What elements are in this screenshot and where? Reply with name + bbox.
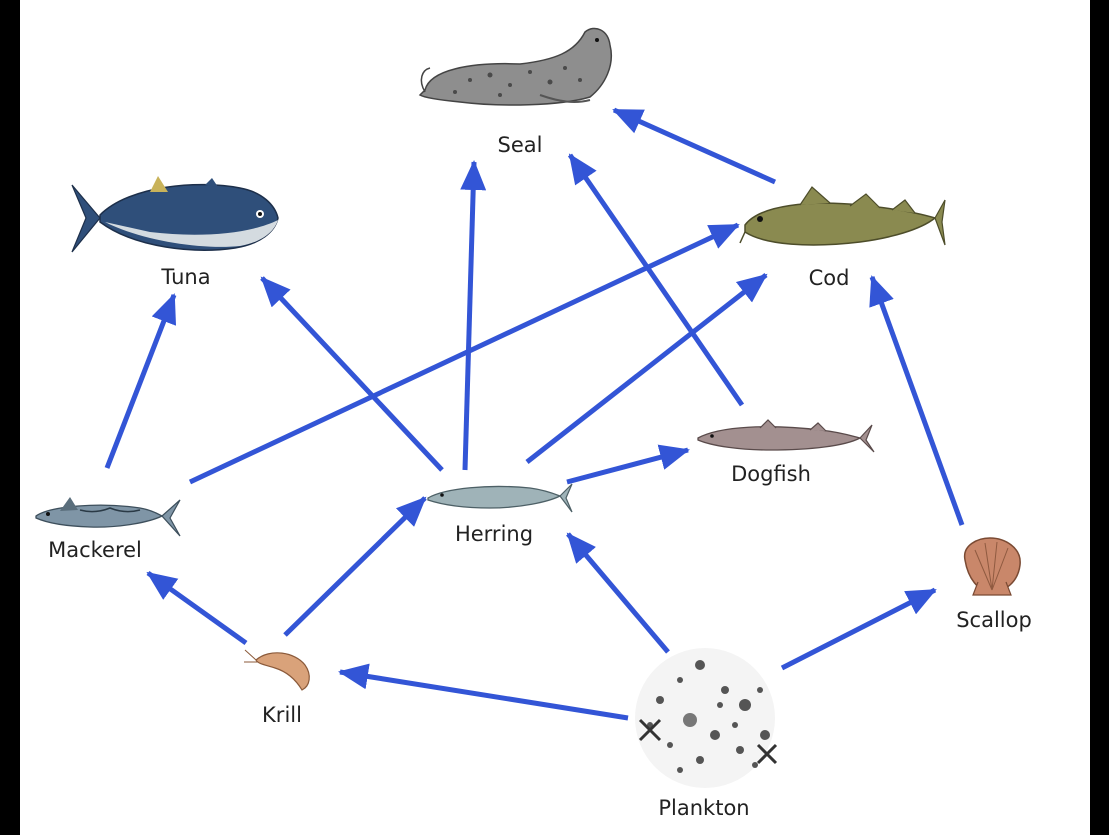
arrow-mackerel-tuna (107, 295, 174, 468)
arrow-krill-herring (285, 498, 425, 635)
arrow-cod-seal (614, 110, 775, 182)
label-herring: Herring (455, 522, 533, 546)
arrow-plankton-krill (340, 672, 628, 718)
arrow-plankton-herring (568, 534, 668, 652)
krill-image (244, 650, 309, 690)
label-dogfish: Dogfish (731, 462, 811, 486)
seal-image (420, 28, 611, 105)
herring-image (428, 484, 572, 512)
dogfish-image (698, 420, 874, 452)
arrow-herring-dogfish (567, 450, 688, 482)
label-plankton: Plankton (658, 796, 749, 820)
arrow-dogfish-seal (570, 155, 742, 405)
arrow-krill-mackerel (148, 573, 246, 643)
mackerel-image (36, 497, 180, 536)
arrow-scallop-cod (872, 277, 962, 525)
cod-image (740, 187, 945, 245)
tuna-image (72, 176, 278, 252)
scallop-image (965, 538, 1021, 595)
label-mackerel: Mackerel (48, 538, 142, 562)
label-krill: Krill (262, 703, 302, 727)
label-scallop: Scallop (956, 608, 1032, 632)
arrow-plankton-scallop (782, 590, 935, 668)
label-cod: Cod (809, 266, 850, 290)
label-tuna: Tuna (161, 265, 210, 289)
arrow-herring-seal (465, 162, 474, 470)
label-seal: Seal (498, 133, 543, 157)
plankton-image (635, 648, 776, 788)
